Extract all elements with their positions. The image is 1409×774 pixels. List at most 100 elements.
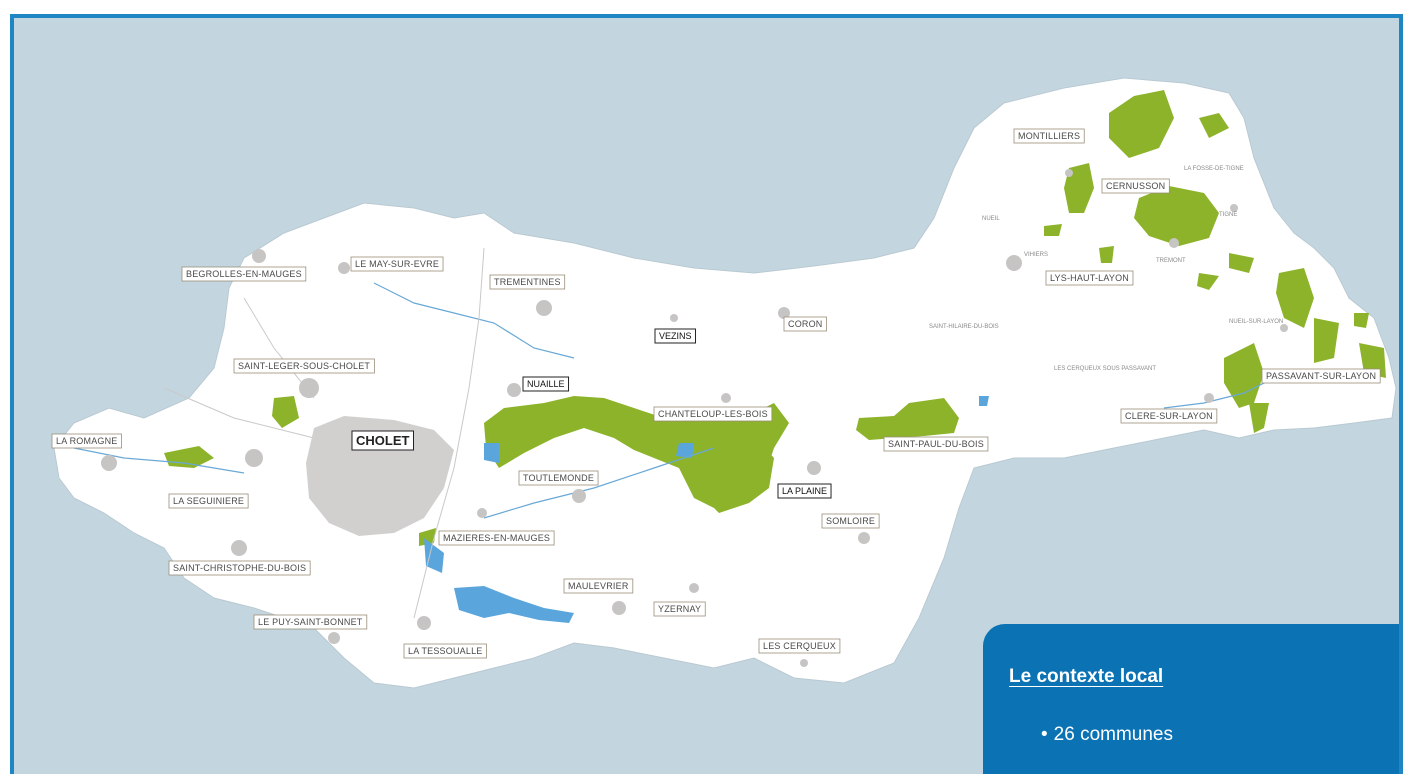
commune-label-passavant-sur-layon: PASSAVANT-SUR-LAYON <box>1261 368 1381 384</box>
commune-label-saint-leger-sous-cholet: SAINT-LEGER-SOUS-CHOLET <box>233 358 375 374</box>
commune-label-begrolles-en-mauges: BEGROLLES-EN-MAUGES <box>181 266 307 282</box>
commune-label-la-plaine: LA PLAINE <box>777 483 832 499</box>
bullet-icon: • <box>1041 724 1048 745</box>
commune-name: MAZIERES-EN-MAUGES <box>443 533 550 543</box>
commune-label-saint-christophe-du-bois: SAINT-CHRISTOPHE-DU-BOIS <box>168 560 311 576</box>
info-item-text: 26 communes <box>1053 724 1173 745</box>
commune-label-la-tessoualle: LA TESSOUALLE <box>403 643 487 659</box>
label-box <box>563 578 634 594</box>
commune-label-les-cerqueux: LES CERQUEUX <box>758 638 841 654</box>
commune-label-montilliers: MONTILLIERS <box>1013 128 1085 144</box>
place-label-nueil-sur-layon: NUEIL-SUR-LAYON <box>1229 319 1283 325</box>
label-box <box>758 638 841 654</box>
label-box <box>1101 178 1170 194</box>
label-box <box>253 614 368 630</box>
commune-name: MONTILLIERS <box>1018 131 1080 141</box>
commune-name: CERNUSSON <box>1106 181 1165 191</box>
commune-name: LA ROMAGNE <box>56 436 118 446</box>
territory-map: BEGROLLES-EN-MAUGES LE MAY-SUR-EVRE TREMEN… <box>51 77 1397 689</box>
commune-label-lys-haut-layon: LYS-HAUT-LAYON <box>1045 270 1134 286</box>
commune-label-toutlemonde: TOUTLEMONDE <box>518 470 599 486</box>
commune-label-yzernay: YZERNAY <box>653 601 706 617</box>
commune-label-chanteloup-les-bois: CHANTELOUP-LES-BOIS <box>653 406 773 422</box>
commune-name: CHANTELOUP-LES-BOIS <box>658 409 768 419</box>
commune-labels: BEGROLLES-EN-MAUGES LE MAY-SUR-EVRE TREMEN… <box>51 128 1381 659</box>
label-box <box>168 493 249 509</box>
commune-label-nuaille: NUAILLE <box>522 376 570 392</box>
commune-label-somloire: SOMLOIRE <box>821 513 880 529</box>
commune-name: SAINT-PAUL-DU-BOIS <box>888 439 984 449</box>
commune-label-coron: CORON <box>783 316 827 332</box>
commune-name: PASSAVANT-SUR-LAYON <box>1266 371 1376 381</box>
commune-name: CLERE-SUR-LAYON <box>1125 411 1213 421</box>
map-frame: BEGROLLES-EN-MAUGES LE MAY-SUR-EVRE TREMEN… <box>10 14 1403 774</box>
place-label-vihiers: VIHIERS <box>1024 252 1048 258</box>
commune-label-cernusson: CERNUSSON <box>1101 178 1170 194</box>
label-box <box>821 513 880 529</box>
commune-name: LES CERQUEUX <box>763 641 836 651</box>
place-label-la-fosse-de-tigne: LA FOSSE-DE-TIGNE <box>1184 166 1244 172</box>
label-box <box>489 274 566 290</box>
label-box <box>522 376 570 392</box>
label-box <box>1045 270 1134 286</box>
territory-outline <box>53 77 1397 689</box>
commune-label-maulevrier: MAULEVRIER <box>563 578 634 594</box>
place-label-saint-hilaire-du-bois: SAINT-HILAIRE-DU-BOIS <box>929 324 999 330</box>
minor-place-labels: LA FOSSE-DE-TIGNE TIGNE NUEIL VIHIERS TR… <box>929 166 1283 372</box>
info-panel: Le contexte local •26 communes <box>983 624 1399 774</box>
label-box <box>777 483 832 499</box>
cholet-urban-area <box>306 416 454 536</box>
commune-label-trementines: TREMENTINES <box>489 274 566 290</box>
commune-name: NUAILLE <box>527 379 565 389</box>
commune-name: YZERNAY <box>658 604 701 614</box>
commune-name: LYS-HAUT-LAYON <box>1050 273 1129 283</box>
place-label-nueil: NUEIL <box>982 216 1000 222</box>
commune-name: SOMLOIRE <box>826 516 875 526</box>
commune-label-mazieres-en-mauges: MAZIERES-EN-MAUGES <box>438 530 555 546</box>
commune-label-saint-paul-du-bois: SAINT-PAUL-DU-BOIS <box>883 436 989 452</box>
water-bodies <box>424 396 989 623</box>
commune-name: SAINT-CHRISTOPHE-DU-BOIS <box>173 563 306 573</box>
commune-label-vezins: VEZINS <box>654 328 697 344</box>
label-box <box>51 433 122 449</box>
label-box <box>1120 408 1218 424</box>
label-box <box>654 328 697 344</box>
town-markers <box>101 169 1288 667</box>
label-box <box>181 266 307 282</box>
label-box <box>883 436 989 452</box>
commune-name: VEZINS <box>659 331 692 341</box>
info-list-item: •26 communes <box>1041 724 1173 746</box>
label-box <box>403 643 487 659</box>
label-box <box>653 601 706 617</box>
label-box <box>1261 368 1381 384</box>
commune-label-cholet: CHOLET <box>351 430 414 451</box>
commune-name: LE MAY-SUR-EVRE <box>355 259 439 269</box>
commune-name: LE PUY-SAINT-BONNET <box>258 617 363 627</box>
commune-name: TREMENTINES <box>494 277 561 287</box>
place-label-les-cerqueux-sous-passavant: LES CERQUEUX SOUS PASSAVANT <box>1054 366 1156 372</box>
commune-name: BEGROLLES-EN-MAUGES <box>186 269 302 279</box>
commune-label-clere-sur-layon: CLERE-SUR-LAYON <box>1120 408 1218 424</box>
commune-label-la-romagne: LA ROMAGNE <box>51 433 122 449</box>
commune-name: SAINT-LEGER-SOUS-CHOLET <box>238 361 370 371</box>
label-box <box>653 406 773 422</box>
label-box <box>783 316 827 332</box>
commune-name: TOUTLEMONDE <box>523 473 594 483</box>
label-box <box>351 430 414 451</box>
info-title: Le contexte local <box>1009 666 1164 687</box>
commune-label-la-seguiniere: LA SEGUINIERE <box>168 493 249 509</box>
label-box <box>518 470 599 486</box>
label-box <box>350 256 444 272</box>
label-box <box>233 358 375 374</box>
commune-label-le-may-sur-evre: LE MAY-SUR-EVRE <box>350 256 444 272</box>
label-box <box>168 560 311 576</box>
commune-name: MAULEVRIER <box>568 581 629 591</box>
place-label-tigne: TIGNE <box>1219 212 1237 218</box>
label-box <box>438 530 555 546</box>
commune-name: CORON <box>788 319 823 329</box>
rivers <box>73 282 1275 519</box>
commune-label-le-puy-saint-bonnet: LE PUY-SAINT-BONNET <box>253 614 368 630</box>
forest-areas <box>164 90 1386 546</box>
commune-name: LA TESSOUALLE <box>408 646 482 656</box>
commune-name: LA SEGUINIERE <box>173 496 244 506</box>
